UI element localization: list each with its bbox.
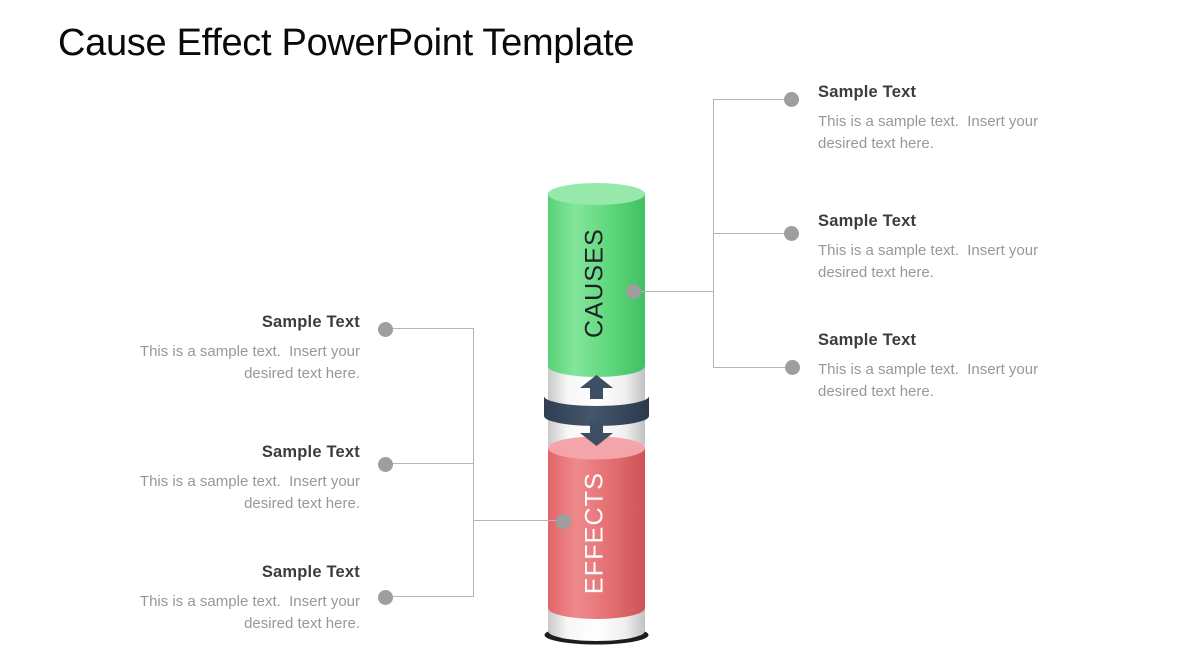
left-block-1: Sample Text This is a sample text. Inser… [128,313,360,384]
causes-cylinder-body [548,194,645,377]
connector-dot [784,92,799,107]
block-body: This is a sample text. Insert your desir… [139,473,365,512]
left-block-3: Sample Text This is a sample text. Inser… [128,563,360,634]
block-heading: Sample Text [818,212,917,230]
connector-dot [626,284,641,299]
connector-line [386,328,474,330]
block-body: This is a sample text. Insert your desir… [139,593,365,632]
up-arrow-icon [580,375,613,399]
right-block-1: Sample Text This is a sample text. Inser… [818,83,1050,154]
connector-dot [378,322,393,337]
block-heading: Sample Text [261,443,360,461]
block-body: This is a sample text. Insert your desir… [818,242,1043,281]
connector-line [473,520,563,522]
connector-dot [378,590,393,605]
block-body: This is a sample text. Insert your desir… [818,113,1043,152]
connector-line [713,99,791,101]
effects-cylinder: EFFECTS [548,436,645,619]
right-block-3: Sample Text This is a sample text. Inser… [818,331,1050,402]
causes-label: CAUSES [581,228,609,338]
causes-cylinder: CAUSES [548,183,645,377]
cause-effect-cylinder-diagram: CAUSES EFFECTS [544,183,649,645]
block-body: This is a sample text. Insert your desir… [818,361,1043,400]
block-heading: Sample Text [818,331,917,349]
connector-dot [378,457,393,472]
block-heading: Sample Text [818,83,917,101]
block-heading: Sample Text [261,563,360,581]
connector-dot [784,226,799,241]
effects-label: EFFECTS [581,472,609,594]
effects-cylinder-body [548,448,645,619]
connector-line [386,463,474,465]
page-title: Cause Effect PowerPoint Template [58,22,635,64]
connector-line [633,291,714,293]
connector-line [713,367,792,369]
block-heading: Sample Text [261,313,360,331]
down-arrow-icon [580,421,613,446]
navy-ring [544,396,649,426]
right-block-2: Sample Text This is a sample text. Inser… [818,212,1050,283]
connector-dot [556,514,571,529]
connector-line [713,233,791,235]
connector-line [713,99,715,368]
connector-dot [785,360,800,375]
block-body: This is a sample text. Insert your desir… [139,343,365,382]
connector-line [473,328,475,597]
connector-line [386,596,474,598]
effects-cylinder-top [548,436,645,460]
left-block-2: Sample Text This is a sample text. Inser… [128,443,360,514]
causes-cylinder-top [548,183,645,205]
